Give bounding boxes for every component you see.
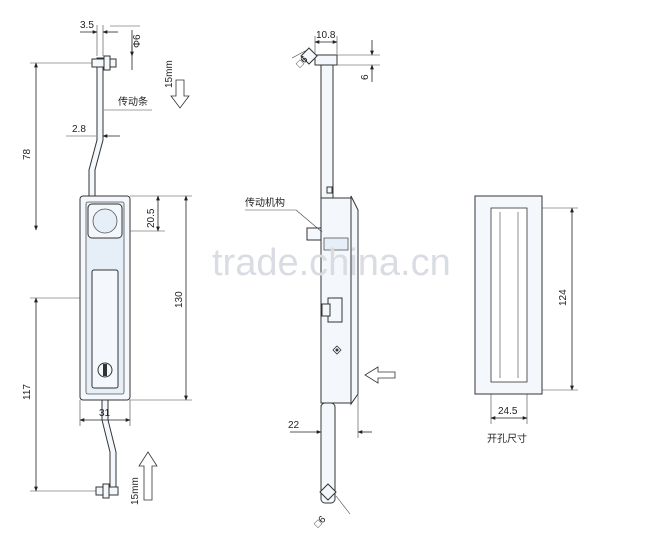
cutout-view: 124 24.5 开孔尺寸 <box>474 195 578 445</box>
travel-arrow-up <box>138 451 158 501</box>
front-view: 3.5 Φ6 78 传动条 2.8 15mm 20.5 130 117 31 <box>22 20 192 505</box>
dim-travel-top: 15mm <box>164 60 175 88</box>
dim-cutout-width: 24.5 <box>498 406 518 417</box>
label-mechanism: 传动机构 <box>245 196 285 209</box>
front-upper-rod <box>88 57 104 197</box>
dim-travel-bottom: 15mm <box>130 477 141 505</box>
side-view: 10.8 □6 6 传动机构 22 □6 <box>245 30 396 530</box>
dim-cutout-height: 124 <box>558 289 569 306</box>
dim-handle-offset: 20.5 <box>146 208 157 228</box>
travel-arrow-down <box>170 79 190 109</box>
dim-top-offset: 3.5 <box>80 20 94 31</box>
side-top-bar <box>314 54 338 66</box>
cutout-inner <box>490 207 528 383</box>
dim-body-height: 130 <box>174 291 185 308</box>
side-rod-lower <box>320 402 336 504</box>
dim-upper-length: 78 <box>22 148 33 160</box>
dim-bottom-square: □6 <box>312 514 328 530</box>
dim-rod-dia: Φ6 <box>132 34 143 48</box>
label-cutout: 开孔尺寸 <box>487 432 527 445</box>
dim-depth: 22 <box>288 420 300 431</box>
dim-top-height: 6 <box>360 74 371 80</box>
label-rod: 传动条 <box>118 95 148 108</box>
push-arrow <box>364 366 396 384</box>
watermark: trade.china.cn <box>212 242 451 284</box>
dim-body-width: 31 <box>99 408 111 419</box>
dim-top-width: 10.8 <box>316 30 336 41</box>
side-rod-upper <box>320 64 334 201</box>
dim-lower-length: 117 <box>22 384 33 400</box>
dim-rod-thickness: 2.8 <box>72 124 86 135</box>
